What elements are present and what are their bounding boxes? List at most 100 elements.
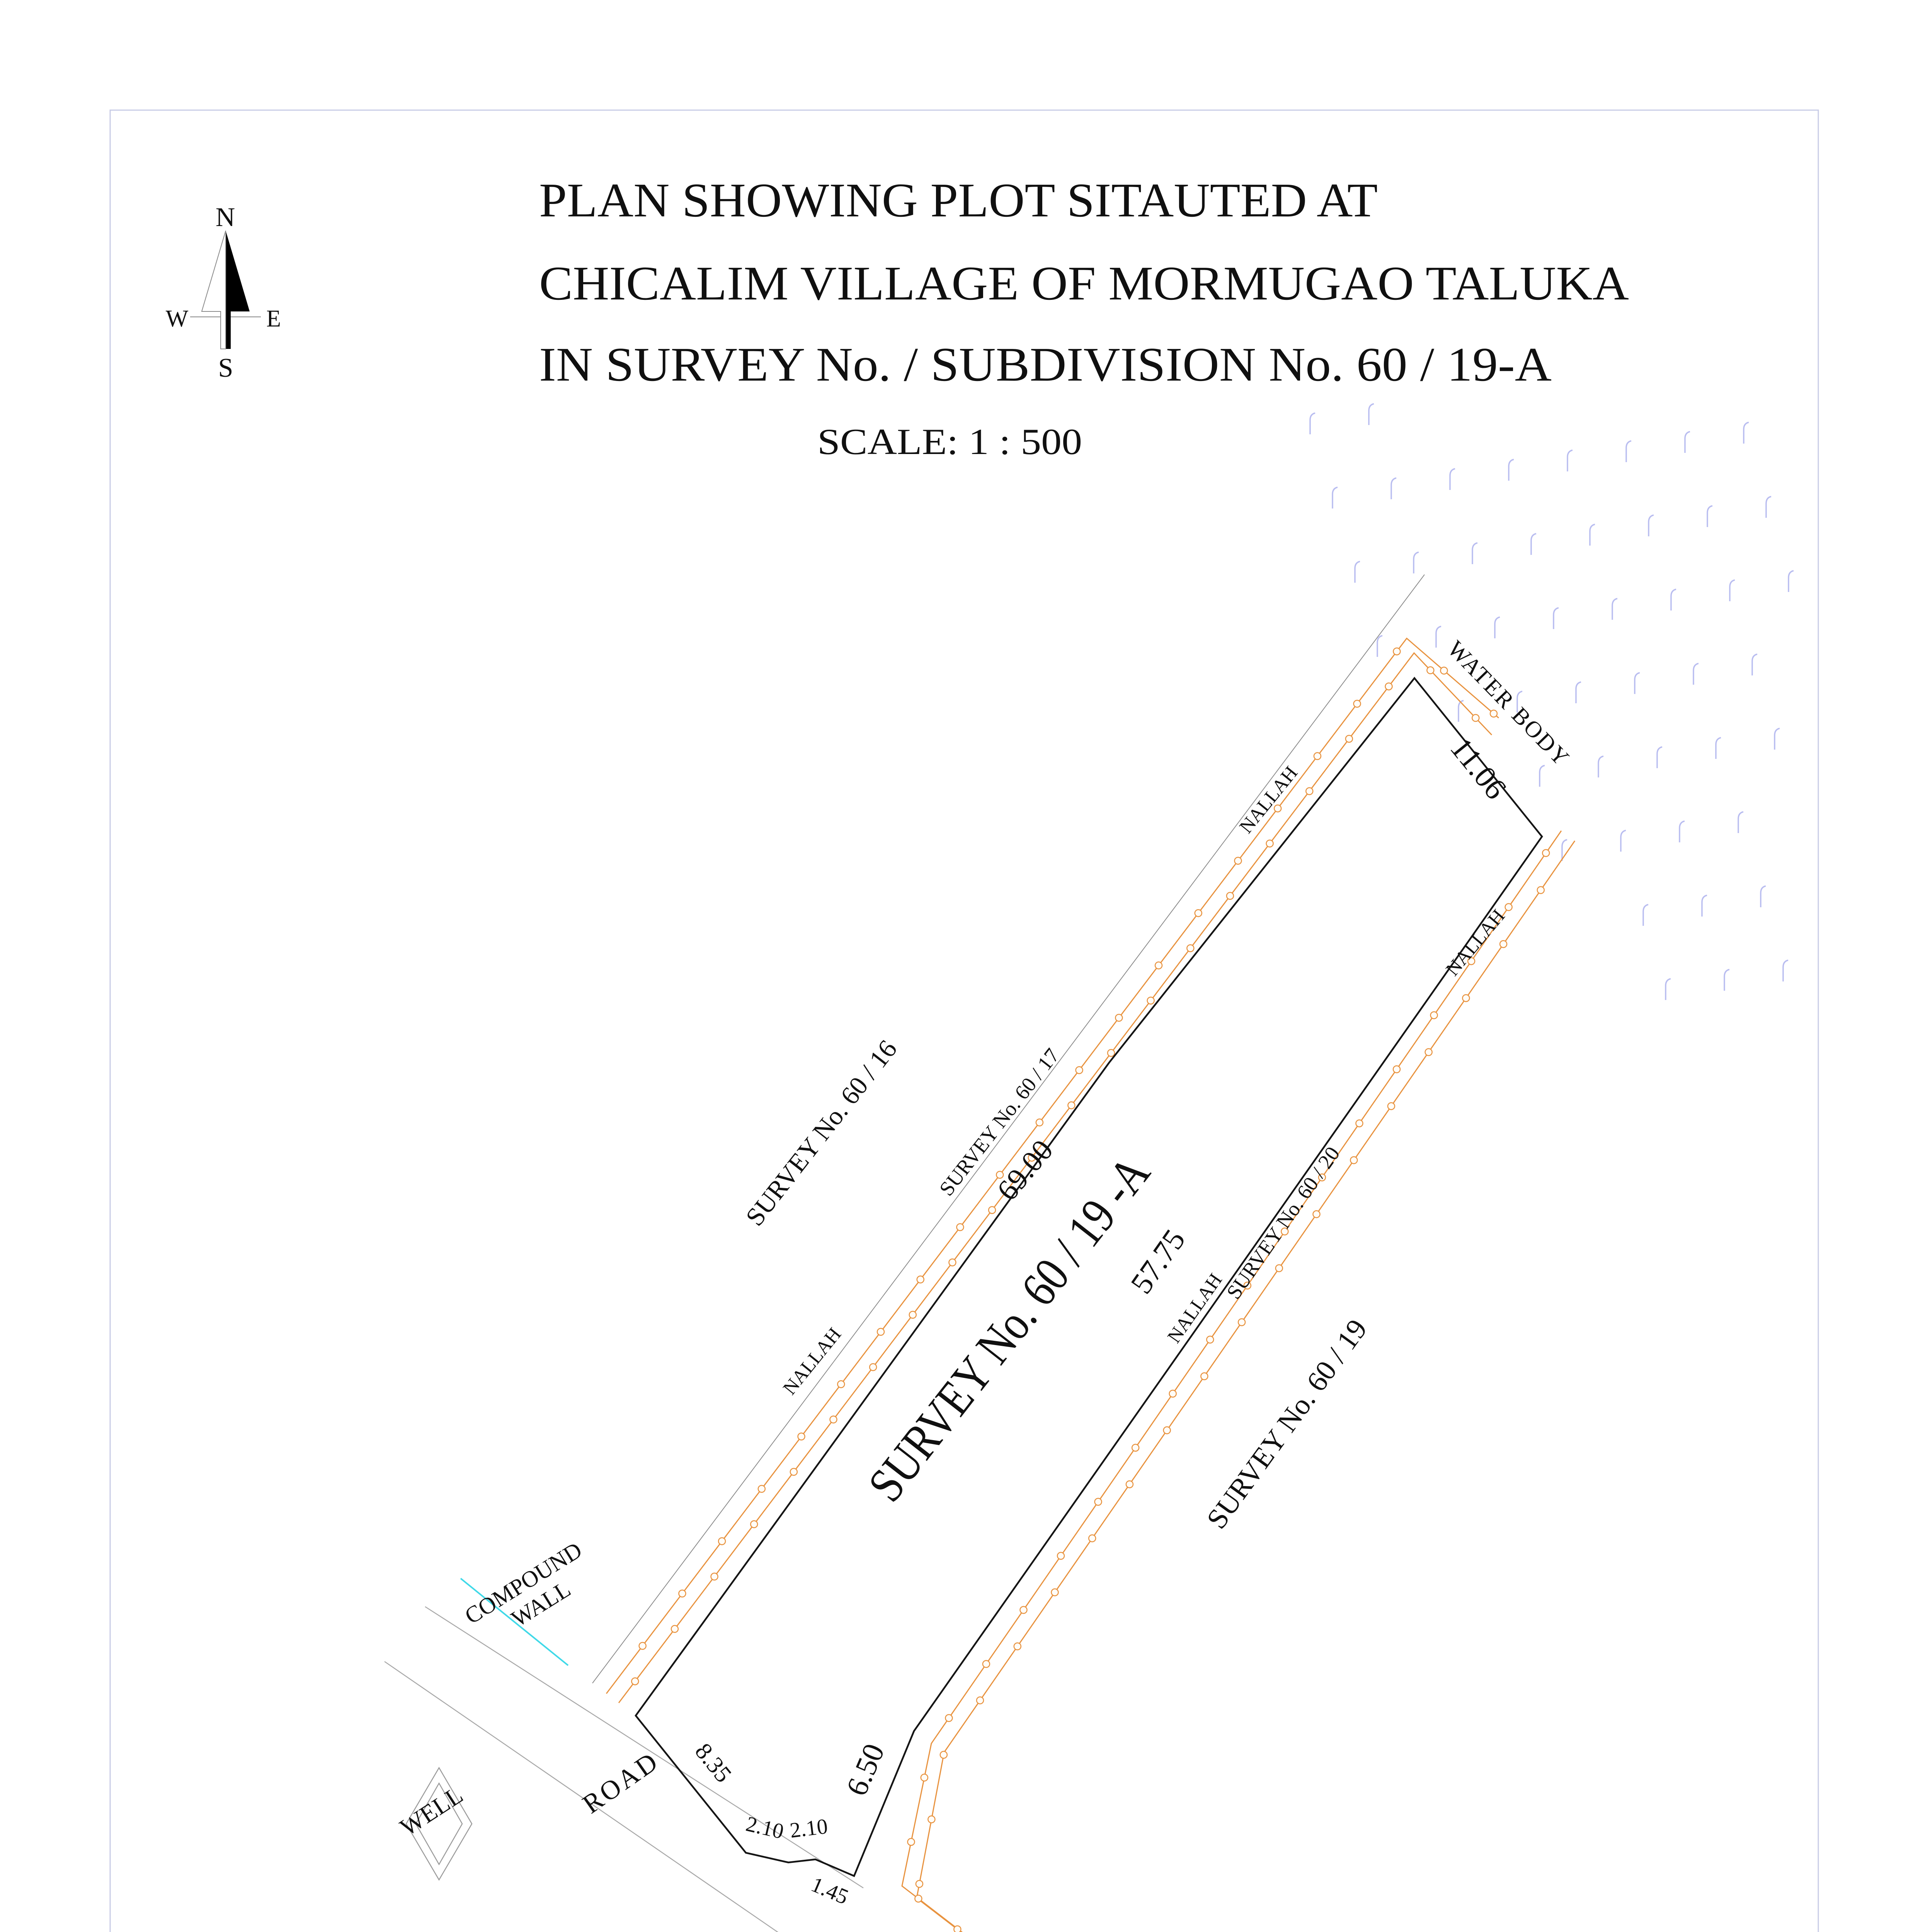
- water-hatch-mark: [1494, 616, 1500, 638]
- compass-n-label: N: [216, 202, 235, 232]
- gadaga-wall-circle: [1115, 1014, 1123, 1022]
- water-hatch-mark: [1648, 514, 1654, 536]
- gadaga-wall-upper: [606, 637, 1499, 1703]
- water-hatch-mark: [1377, 635, 1383, 657]
- gadaga-wall-circle: [928, 1815, 936, 1823]
- gadaga-wall-circle: [1345, 735, 1353, 743]
- well-inner-diamond: [415, 1782, 463, 1866]
- dimension-2-10-b: 2.10: [788, 1814, 829, 1842]
- gadaga-wall-circle: [1028, 1153, 1036, 1162]
- nallah-label-right: NALLAH: [1441, 905, 1509, 980]
- gadaga-wall-circle: [939, 1751, 948, 1759]
- gadaga-wall-circle: [1154, 961, 1163, 969]
- road-label: ROAD: [577, 1746, 665, 1820]
- gadaga-wall-circle: [1147, 997, 1155, 1005]
- water-hatch-mark: [1670, 588, 1676, 611]
- water-hatch-mark: [1435, 626, 1441, 648]
- neighbor-survey-19-label: SURVEY No. 60 / 19: [1200, 1313, 1373, 1535]
- well-label: WELL: [395, 1781, 468, 1841]
- gadaga-wall-circle: [1305, 787, 1314, 795]
- compass-e-label: E: [266, 306, 281, 332]
- water-hatch-mark: [1782, 959, 1789, 981]
- water-hatch-mark: [1729, 579, 1735, 601]
- page-frame: [109, 109, 1819, 1932]
- north-arrow-light-half: [201, 230, 226, 349]
- gadaga-wall-circle: [996, 1171, 1004, 1179]
- gadaga-wall-circle: [1200, 1372, 1208, 1380]
- gadaga-wall-circle: [1051, 1588, 1059, 1597]
- gadaga-wall-circle: [915, 1880, 924, 1888]
- gadaga-wall-circle: [1489, 709, 1498, 718]
- gadaga-wall-circle: [1467, 957, 1476, 965]
- water-body-hatching: [1309, 403, 1794, 1000]
- gadaga-wall-circle: [1355, 1119, 1363, 1128]
- gadaga-wall-circle: [1537, 886, 1545, 894]
- water-hatch-mark: [1642, 904, 1649, 926]
- water-hatch-mark: [1516, 690, 1523, 713]
- gadaga-wall-circle: [1426, 666, 1435, 674]
- gadaga-wall-circle: [945, 1714, 953, 1722]
- gadaga-wall-circle: [1131, 1444, 1140, 1452]
- gadaga-wall-circle: [920, 1774, 929, 1782]
- gadaga-wall-circle: [1194, 909, 1202, 917]
- gadaga-wall-circle: [1462, 994, 1470, 1002]
- gadaga-wall-circle: [1392, 1065, 1401, 1073]
- gadaga-wall-circle: [988, 1206, 996, 1214]
- water-hatch-mark: [1589, 524, 1595, 546]
- gadaga-wall-circle: [631, 1677, 639, 1685]
- plot-boundary: [635, 677, 1543, 1877]
- gadaga-wall-circle: [1499, 940, 1508, 948]
- gadaga-wall-circle: [1094, 1498, 1102, 1506]
- gadaga-wall-circle: [953, 1925, 962, 1932]
- gadaga-wall-circle: [1350, 1156, 1358, 1164]
- gadaga-wall-circle: [638, 1642, 647, 1650]
- gadaga-wall-circle: [718, 1537, 726, 1545]
- gadaga-wall-circle: [1013, 1642, 1021, 1650]
- dimension-6-50: 6.50: [839, 1739, 891, 1801]
- plan-drawing: SURVEY No. 60 / 19 -A SURVEY No. 60 / 16…: [384, 403, 1794, 1932]
- gadaga-wall-circle: [1313, 752, 1322, 760]
- gadaga-wall-line: [606, 637, 1499, 1694]
- gadaga-wall-circle: [671, 1625, 679, 1633]
- gadaga-wall-circle: [1275, 1264, 1283, 1272]
- title-line-2: CHICALIM VILLAGE OF MORMUGAO TALUKA: [539, 257, 1629, 310]
- water-hatch-mark: [1332, 486, 1338, 509]
- gadaga-wall-circle: [797, 1432, 805, 1440]
- nallah-far-bank-line: [592, 574, 1425, 1684]
- neighbor-survey-16-label: SURVEY No. 60 / 16: [740, 1034, 902, 1231]
- water-hatch-mark: [1774, 728, 1780, 750]
- water-hatch-mark: [1765, 496, 1772, 518]
- gadaga-wall-circle: [1226, 892, 1234, 900]
- gadaga-wall-circle: [1075, 1066, 1083, 1074]
- title-scale: SCALE: 1 : 500: [817, 421, 1082, 462]
- gadaga-wall-circle: [1067, 1101, 1076, 1109]
- gadaga-wall-circle: [1353, 700, 1361, 708]
- gadaga-wall-circle: [1266, 839, 1274, 848]
- water-hatch-mark: [1684, 431, 1690, 453]
- gadaga-wall-circle: [757, 1485, 766, 1493]
- gadaga-wall-circle: [948, 1258, 956, 1267]
- page-border: [109, 109, 1819, 1932]
- water-hatch-mark: [1743, 422, 1749, 444]
- dimension-57-75: 57.75: [1124, 1223, 1192, 1300]
- gadaga-wall-circle: [829, 1415, 837, 1423]
- gadaga-wall-circle: [1234, 857, 1242, 865]
- compass-w-label: W: [166, 306, 189, 332]
- water-hatch-mark: [1701, 895, 1707, 917]
- gadaga-wall-circle: [1424, 1048, 1433, 1056]
- gadaga-wall-circles: [631, 647, 1550, 1932]
- nallah-label-lower: NALLAH: [1163, 1269, 1226, 1347]
- gadaga-wall-circle: [1318, 1173, 1326, 1182]
- dimension-8-35: 8.35: [690, 1738, 737, 1787]
- water-hatch-mark: [1354, 561, 1360, 583]
- nallah-label-upper: NALLAH: [778, 1323, 845, 1399]
- water-hatch-mark: [1620, 830, 1626, 852]
- water-hatch-mark: [1449, 468, 1455, 490]
- well-symbol: [405, 1767, 473, 1881]
- compound-wall-line: [460, 1578, 569, 1666]
- gadaga-wall-circle: [1472, 714, 1480, 722]
- water-hatch-mark: [1508, 459, 1514, 481]
- nallah-label-upper-right: NALLAH: [1235, 762, 1302, 837]
- gadaga-wall-line: [916, 840, 1576, 1932]
